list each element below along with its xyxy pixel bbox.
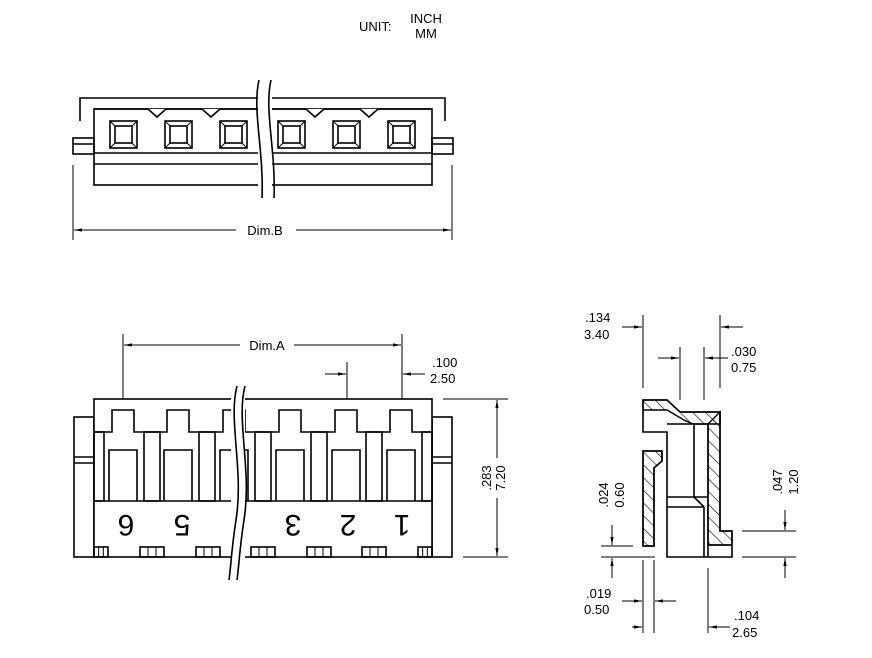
unit-primary: INCH xyxy=(410,11,442,26)
contact-slot xyxy=(331,449,361,501)
base-width-inch: .104 xyxy=(734,608,759,623)
foot xyxy=(417,546,433,558)
base-width-mm: 2.65 xyxy=(732,625,757,640)
unit-legend: UNIT: INCH MM xyxy=(359,11,442,41)
side-view: .134 3.40 .030 0.75 .024 0.60 .047 1.20 … xyxy=(584,310,801,640)
dim-b-label: Dim.B xyxy=(247,223,282,238)
foot xyxy=(93,546,109,558)
dim-a-label: Dim.A xyxy=(249,338,285,353)
pin-number: 2 xyxy=(340,508,357,541)
foot xyxy=(250,546,276,558)
flange-height-inch: .024 xyxy=(596,482,611,507)
foot xyxy=(361,546,387,558)
cavity xyxy=(219,120,248,149)
pin-numbers: 6 5 3 2 1 xyxy=(118,508,411,541)
foot xyxy=(306,546,332,558)
height-mm: 7.20 xyxy=(493,465,508,490)
contact-slot xyxy=(108,449,138,501)
pin-number: 5 xyxy=(174,508,191,541)
unit-secondary: MM xyxy=(415,26,437,41)
wall-inch: .030 xyxy=(731,344,756,359)
flange-height-mm: 0.60 xyxy=(612,482,627,507)
step-height-mm: 1.20 xyxy=(786,469,801,494)
height-inch: .283 xyxy=(479,465,494,490)
cavity xyxy=(277,120,306,149)
cavity xyxy=(332,120,361,149)
foot xyxy=(139,546,165,558)
wall-mm: 0.75 xyxy=(731,360,756,375)
step-height-inch: .047 xyxy=(770,469,785,494)
cavity-row xyxy=(109,120,416,149)
foot-width-mm: 0.50 xyxy=(584,602,609,617)
foot xyxy=(195,546,221,558)
cavity xyxy=(109,120,138,149)
pin-number: 3 xyxy=(285,508,302,541)
pin-number: 1 xyxy=(394,508,411,541)
contact-slot xyxy=(163,449,193,501)
width-inch: .134 xyxy=(585,310,610,325)
foot-width-inch: .019 xyxy=(586,586,611,601)
pitch-inch: .100 xyxy=(432,355,457,370)
width-mm: 3.40 xyxy=(584,327,609,342)
front-view: 6 5 3 2 1 Dim.A .100 2.50 .283 7.20 xyxy=(73,334,508,581)
pin-number: 6 xyxy=(118,508,135,541)
contact-slot xyxy=(386,449,416,501)
contact-slot xyxy=(275,449,305,501)
pitch-mm: 2.50 xyxy=(430,371,455,386)
top-view: Dim.B xyxy=(72,79,454,240)
cavity xyxy=(164,120,193,149)
cavity xyxy=(387,120,416,149)
unit-label: UNIT: xyxy=(359,19,392,34)
